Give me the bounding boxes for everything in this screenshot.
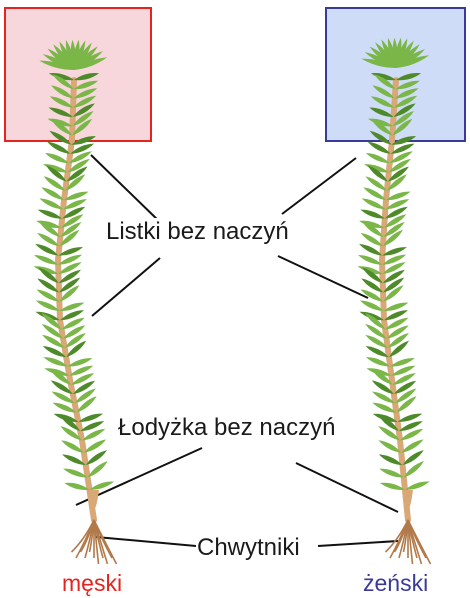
rhizoids-label: Chwytniki bbox=[196, 534, 301, 562]
leaves-label: Listki bez naczyń bbox=[104, 218, 291, 246]
pointer-leaves-male-lower bbox=[92, 258, 160, 316]
stem-label: Łodyżka bez naczyń bbox=[118, 414, 335, 442]
female-label: żeński bbox=[363, 570, 428, 597]
pointer-leaves-female-lower bbox=[278, 256, 368, 298]
pointer-leaves-male-upper bbox=[91, 155, 162, 224]
male-label: męski bbox=[62, 570, 122, 597]
rhizoids bbox=[72, 520, 117, 564]
pointer-rhizoid-male bbox=[96, 537, 196, 546]
pointer-lines bbox=[76, 155, 398, 546]
leaf bbox=[360, 207, 386, 221]
leaf bbox=[37, 207, 63, 221]
pointer-leaves-female-upper bbox=[282, 158, 356, 214]
pointer-rhizoid-female bbox=[318, 541, 398, 546]
